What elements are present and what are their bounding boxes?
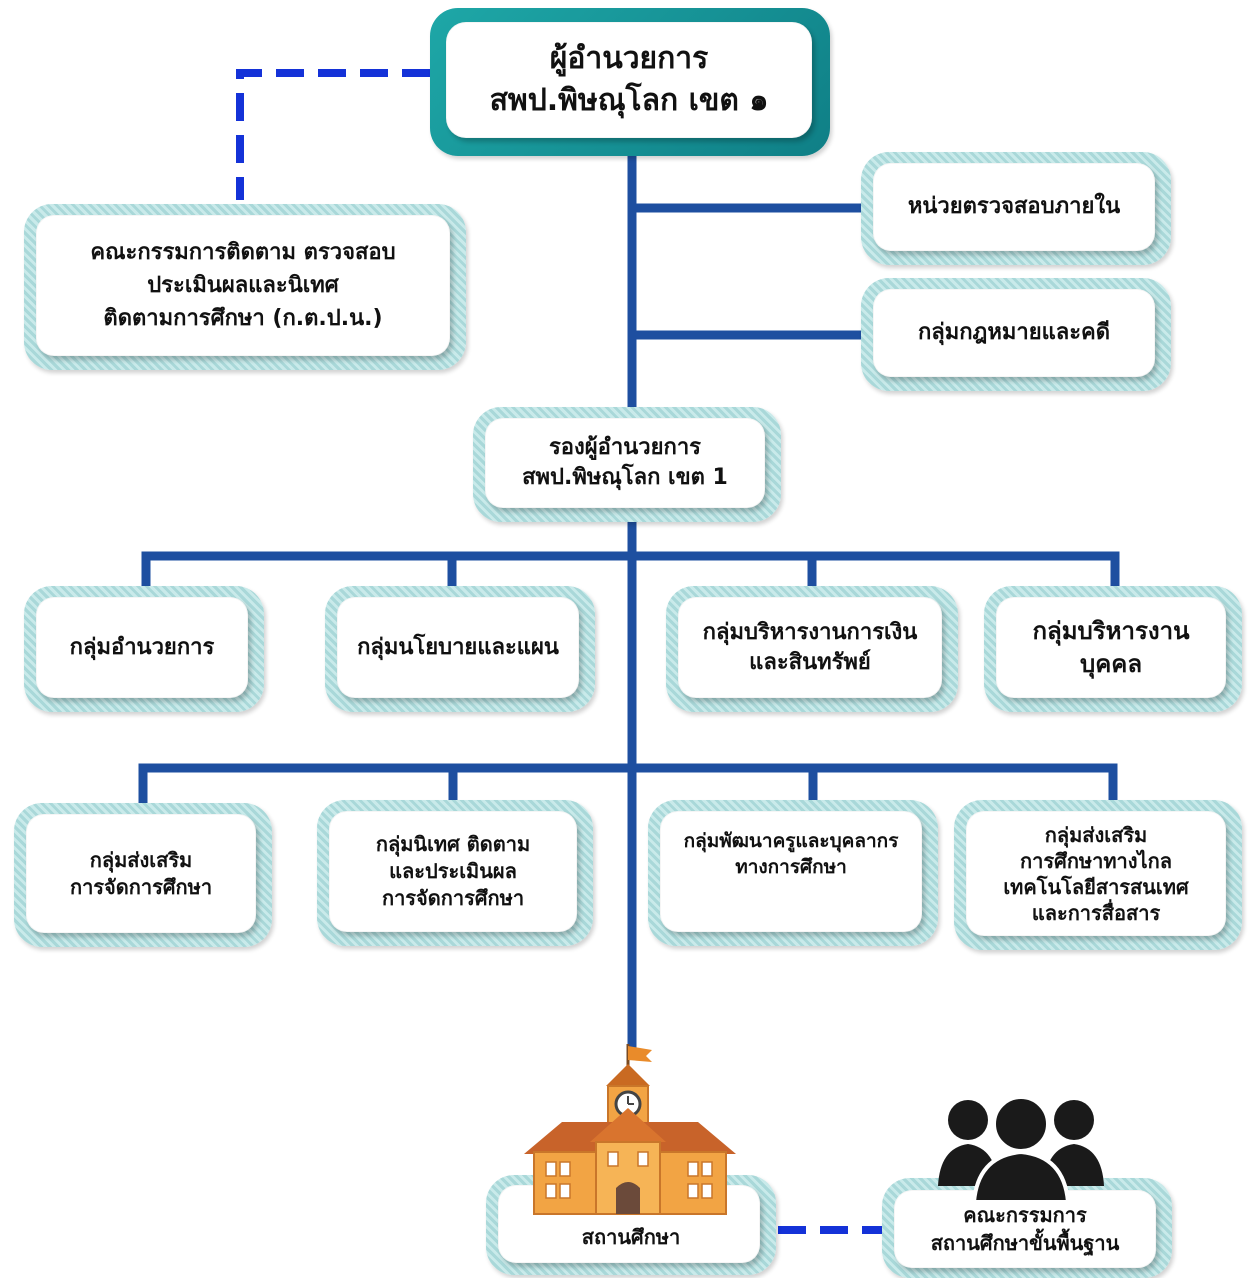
committee-line-2: ประเมินผลและนิเทศ [147,273,339,298]
group-distance-learning-line-2: การศึกษาทางไกล [1020,848,1172,873]
internal-audit-box: หน่วยตรวจสอบภายใน [861,152,1171,265]
director-title: ผู้อำนวยการ [549,41,709,76]
director-office: สพป.พิษณุโลก เขต ๑ [489,83,769,118]
group-finance-assets-line-1: กลุ่มบริหารงานการเงิน [702,619,918,645]
deputy-title: รองผู้อำนวยการ [548,435,701,461]
group-distance-learning-line-1: กลุ่มส่งเสริม [1044,822,1148,847]
group-supervision-line-1: กลุ่มนิเทศ ติดตาม [375,832,531,856]
school-board-line-1: คณะกรรมการ [963,1203,1087,1227]
internal-audit-label: หน่วยตรวจสอบภายใน [907,194,1121,220]
group-teacher-development-box: กลุ่มพัฒนาครูและบุคลากร ทางการศึกษา [648,800,938,946]
group-finance-assets-box: กลุ่มบริหารงานการเงิน และสินทรัพย์ [666,586,958,712]
committee-line-1: คณะกรรมการติดตาม ตรวจสอบ [90,240,396,265]
group-supervision-line-3: การจัดการศึกษา [381,886,525,910]
deputy-office: สพป.พิษณุโลก เขต 1 [522,465,728,490]
group-education-promotion-line-1: กลุ่มส่งเสริม [89,847,193,872]
deputy-director-box: รองผู้อำนวยการ สพป.พิษณุโลก เขต 1 [473,407,781,522]
group-policy-plan-label: กลุ่มนโยบายและแผน [357,634,559,660]
group-finance-assets-line-2: และสินทรัพย์ [749,649,871,675]
school-board-line-2: สถานศึกษาขั้นพื้นฐาน [930,1231,1120,1255]
group-administration-box: กลุ่มอำนวยการ [24,586,264,712]
group-personnel-line-2: บุคคล [1079,649,1143,678]
group-distance-learning-line-3: เทคโนโลยีสารสนเทศ [1003,874,1189,899]
group-teacher-development-line-1: กลุ่มพัฒนาครูและบุคลากร [683,830,899,852]
group-supervision-box: กลุ่มนิเทศ ติดตาม และประเมินผล การจัดการ… [317,800,593,946]
group-education-promotion-line-2: การจัดการศึกษา [69,874,213,899]
group-administration-label: กลุ่มอำนวยการ [69,634,215,660]
group-distance-learning-box: กลุ่มส่งเสริม การศึกษาทางไกล เทคโนโลยีสา… [954,800,1242,950]
row2-bus-line [138,763,1118,805]
legal-group-label: กลุ่มกฎหมายและคดี [917,320,1111,346]
group-distance-learning-line-4: และการสื่อสาร [1031,900,1161,925]
school-label: สถานศึกษา [581,1225,681,1249]
group-personnel-line-1: กลุ่มบริหารงาน [1032,617,1190,646]
committee-box: คณะกรรมการติดตาม ตรวจสอบ ประเมินผลและนิเ… [24,204,466,370]
director-box: ผู้อำนวยการ สพป.พิษณุโลก เขต ๑ [430,8,830,156]
legal-group-box: กลุ่มกฎหมายและคดี [861,278,1171,391]
group-policy-plan-box: กลุ่มนโยบายและแผน [325,586,595,712]
group-education-promotion-box: กลุ่มส่งเสริม การจัดการศึกษา [14,803,272,947]
group-personnel-box: กลุ่มบริหารงาน บุคคล [984,586,1242,712]
row1-bus-line [141,551,1120,590]
committee-line-3: ติดตามการศึกษา (ก.ต.ป.น.) [103,306,383,331]
group-teacher-development-line-2: ทางการศึกษา [735,855,847,878]
people-group-icon [938,1095,1104,1202]
dashed-committee-line [236,69,430,200]
school-building-icon [524,1044,736,1215]
group-supervision-line-2: และประเมินผล [389,859,517,883]
